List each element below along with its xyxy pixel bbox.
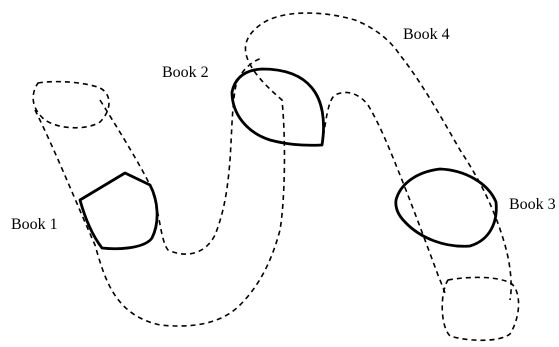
book-3-label: Book 3 (509, 196, 556, 213)
book-2-outline (232, 69, 324, 145)
tube-end-cap-left (33, 82, 109, 128)
book-2-label: Book 2 (162, 64, 209, 81)
tube-inner-wall-middle (322, 92, 446, 296)
book-1-label: Book 1 (11, 216, 58, 233)
book-4-label: Book 4 (403, 26, 450, 43)
tube-end-cap-right (442, 277, 518, 340)
tube-inner-wall (100, 58, 262, 254)
book-3-outline (396, 169, 496, 246)
